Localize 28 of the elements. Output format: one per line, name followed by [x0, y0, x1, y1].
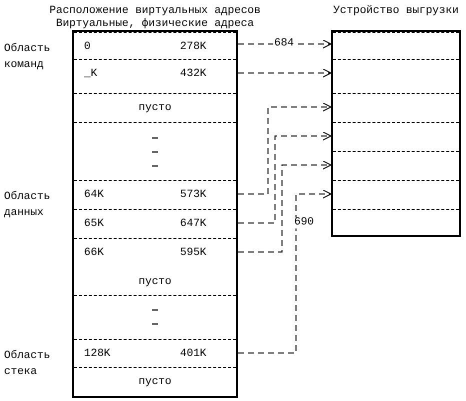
physical-address: 432K	[180, 69, 206, 80]
virtual-address: 66K	[84, 248, 104, 259]
physical-address: 595K	[180, 248, 206, 259]
virtual-address: 0	[84, 42, 91, 53]
empty-label: пусто	[138, 277, 172, 288]
edge-label: 690	[293, 218, 315, 228]
dashed-arrow	[238, 190, 332, 354]
physical-address: 278K	[180, 42, 206, 53]
physical-address: 401K	[180, 349, 206, 360]
empty-label: пусто	[138, 377, 172, 388]
dashed-arrow	[238, 40, 332, 48]
virtual-address: 65K	[84, 219, 104, 230]
physical-address: 573K	[180, 190, 206, 201]
physical-address: 647K	[180, 219, 206, 230]
virtual-address: _K	[84, 69, 98, 80]
column-heading: Устройство выгрузки	[333, 6, 459, 17]
dashed-arrow	[238, 68, 332, 78]
column-heading: Расположение виртуальных адресов	[49, 6, 261, 17]
empty-label: пусто	[138, 103, 172, 114]
virtual-address: 64K	[84, 190, 104, 201]
dashed-arrow	[238, 102, 332, 194]
column-heading: Виртуальные, физические адреса	[56, 19, 254, 30]
area-label: Область стека	[4, 349, 52, 380]
area-label: Область команд	[4, 42, 52, 73]
virtual-address: 128K	[84, 349, 110, 360]
dashed-arrow	[238, 132, 332, 224]
area-label: Область данных	[4, 190, 52, 221]
dashed-arrow	[238, 160, 332, 252]
